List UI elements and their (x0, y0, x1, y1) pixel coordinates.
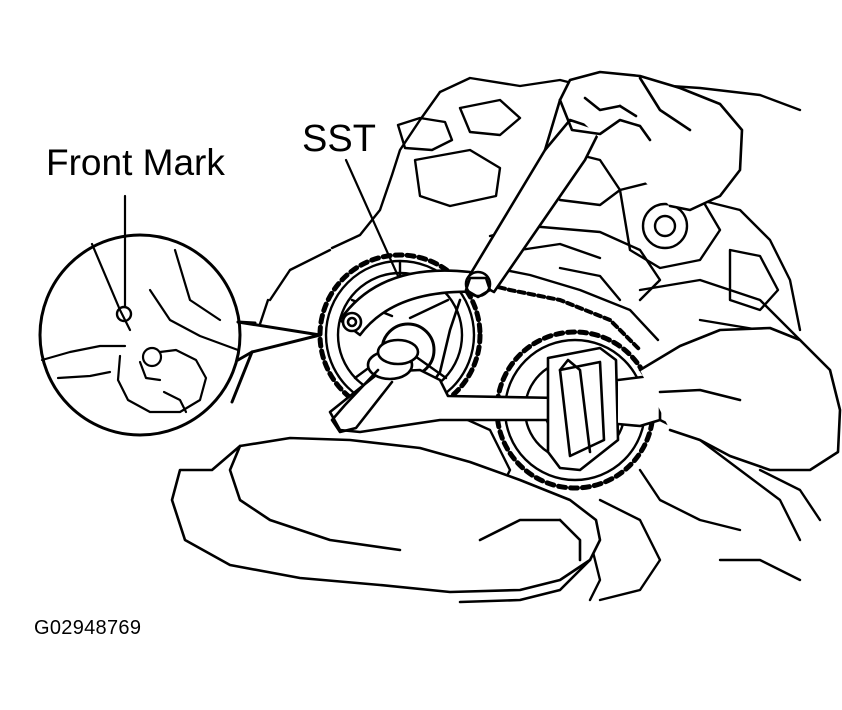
hand-right (640, 328, 840, 470)
front-mark-dot (117, 307, 131, 321)
front-mark-detail-callout (40, 235, 320, 435)
pulley-detail-closeup (42, 244, 238, 412)
front-mark-label: Front Mark (46, 142, 225, 183)
torque-wrench-head (548, 348, 660, 470)
figure-id: G02948769 (34, 617, 142, 639)
sst-label: SST (302, 118, 376, 160)
forearm-sleeve (172, 438, 600, 602)
sst-leader-line (346, 160, 398, 276)
hand-top (560, 72, 742, 210)
